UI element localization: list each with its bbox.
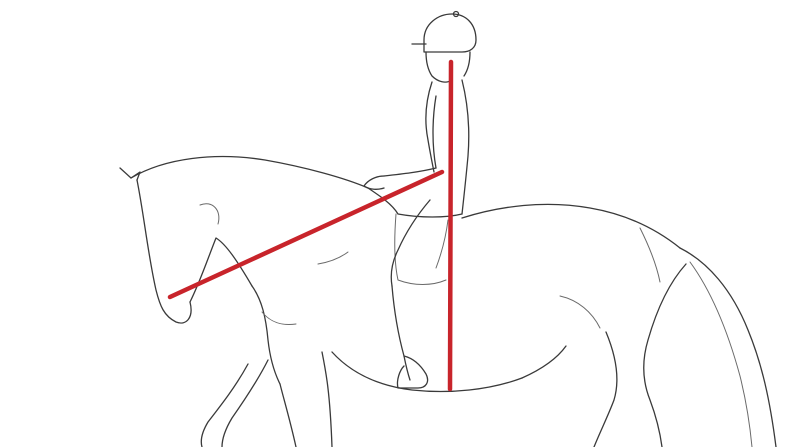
horse-drawing <box>120 157 776 447</box>
rider-forearm <box>384 168 436 176</box>
rider-knee <box>436 220 448 268</box>
horse-tail <box>680 248 776 447</box>
horse-head <box>137 180 191 323</box>
saddle <box>368 188 462 285</box>
rider-hand <box>364 176 384 189</box>
rider-boot <box>397 356 427 388</box>
horse-neck-crest <box>131 157 368 188</box>
guide-lines <box>170 62 451 389</box>
vertical-alignment-line <box>450 62 451 389</box>
rider-helmet <box>424 14 476 52</box>
saddle-seat <box>368 188 462 217</box>
rider-torso-back <box>462 80 469 214</box>
saddle-flap <box>395 214 446 285</box>
horse-front-leg-near-back <box>322 352 332 447</box>
horse-stifle <box>560 296 600 328</box>
horse-belly <box>332 352 522 392</box>
horse-back <box>462 204 680 248</box>
horse-front-leg-far-back <box>222 360 268 447</box>
horse-hindquarter <box>644 264 686 447</box>
horse-throat <box>190 238 252 302</box>
horse-hind-leg-far <box>594 332 617 447</box>
rider-face <box>426 52 452 82</box>
rider-back-of-head <box>464 52 470 76</box>
rein-contact-line <box>170 172 442 297</box>
horse-shoulder <box>262 312 296 325</box>
horse-tail-inner <box>690 262 752 447</box>
horse-loin <box>640 228 660 282</box>
horse-cheek <box>200 204 219 224</box>
rider-lower-leg <box>392 286 410 380</box>
horse-front-leg-near <box>280 384 296 447</box>
horse-chest <box>252 286 280 384</box>
horse-flank <box>522 346 566 378</box>
horse-neck-muscle <box>318 252 348 264</box>
rider-upper-arm <box>433 96 436 168</box>
